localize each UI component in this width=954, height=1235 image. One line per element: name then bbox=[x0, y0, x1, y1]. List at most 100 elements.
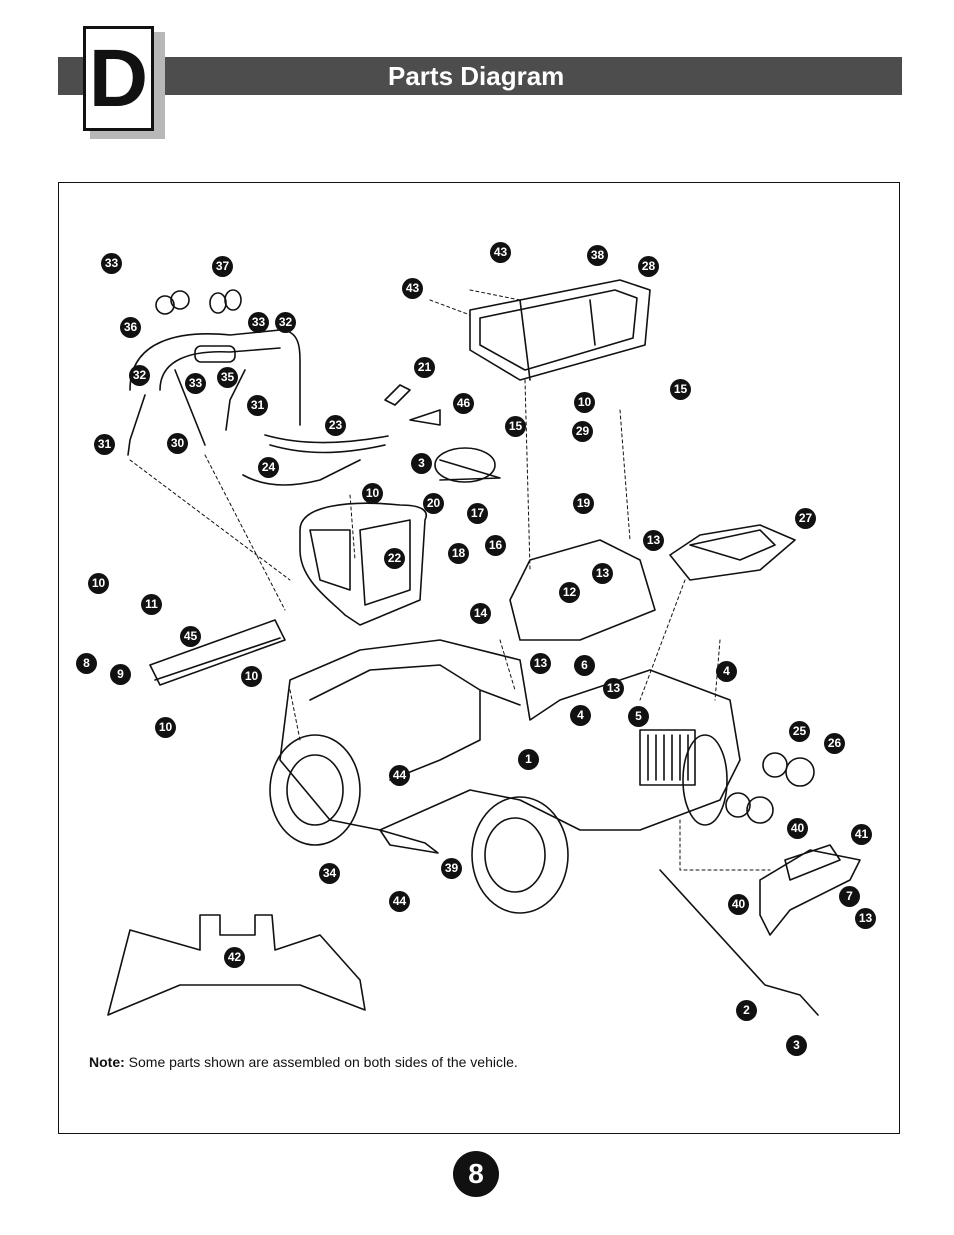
page-number-badge bbox=[453, 1151, 499, 1197]
callout-3-b: 3 bbox=[786, 1035, 807, 1056]
callout-13-e: 13 bbox=[855, 908, 876, 929]
callout-10-b: 10 bbox=[574, 392, 595, 413]
callout-27: 27 bbox=[795, 508, 816, 529]
callout-17: 17 bbox=[467, 503, 488, 524]
callout-42: 42 bbox=[224, 947, 245, 968]
assembly-note: Note: Some parts shown are assembled on … bbox=[89, 1054, 518, 1070]
callout-28: 28 bbox=[638, 256, 659, 277]
dashboard bbox=[509, 539, 656, 641]
callout-15-b: 15 bbox=[505, 416, 526, 437]
rear-wheel bbox=[269, 734, 361, 846]
footrest bbox=[379, 829, 439, 854]
callout-10-e: 10 bbox=[155, 717, 176, 738]
callout-30: 30 bbox=[167, 433, 188, 454]
shift-knob bbox=[384, 384, 411, 406]
callout-11: 11 bbox=[141, 594, 162, 615]
callout-38: 38 bbox=[587, 245, 608, 266]
roll-bar-brace-right bbox=[225, 369, 246, 431]
callout-33-a: 33 bbox=[101, 253, 122, 274]
tie-rod bbox=[659, 869, 819, 1016]
callout-14: 14 bbox=[470, 603, 491, 624]
callout-22: 22 bbox=[384, 548, 405, 569]
grille bbox=[639, 729, 696, 786]
callout-33-c: 33 bbox=[185, 373, 206, 394]
note-label: Note: bbox=[89, 1054, 125, 1070]
strap-24 bbox=[242, 459, 361, 486]
callout-32-a: 32 bbox=[275, 312, 296, 333]
callout-24: 24 bbox=[258, 457, 279, 478]
callout-4: 4 bbox=[716, 661, 737, 682]
header-bar bbox=[58, 57, 902, 95]
callout-13-c: 13 bbox=[530, 653, 551, 674]
roof-light bbox=[155, 295, 175, 315]
note-text: Some parts shown are assembled on both s… bbox=[128, 1054, 518, 1070]
vehicle-body bbox=[279, 639, 741, 831]
headlight bbox=[762, 752, 788, 778]
callout-46: 46 bbox=[453, 393, 474, 414]
callout-8: 8 bbox=[76, 653, 97, 674]
section-tab bbox=[83, 26, 154, 131]
callout-12: 12 bbox=[559, 582, 580, 603]
callout-45: 45 bbox=[180, 626, 201, 647]
hood bbox=[669, 524, 796, 581]
callout-2: 2 bbox=[736, 1000, 757, 1021]
callout-34: 34 bbox=[319, 863, 340, 884]
callout-13-b: 13 bbox=[592, 563, 613, 584]
battery-cover bbox=[107, 914, 366, 1016]
callout-26: 26 bbox=[824, 733, 845, 754]
windshield-frame bbox=[469, 279, 651, 381]
front-wheel bbox=[471, 796, 569, 914]
callout-21: 21 bbox=[414, 357, 435, 378]
callout-40-b: 40 bbox=[728, 894, 749, 915]
seat bbox=[299, 502, 427, 626]
callout-1: 1 bbox=[518, 749, 539, 770]
callout-44-b: 44 bbox=[389, 891, 410, 912]
page-title: Parts Diagram bbox=[388, 61, 565, 91]
callout-10-d: 10 bbox=[241, 666, 262, 687]
callout-43-a: 43 bbox=[490, 242, 511, 263]
callout-23: 23 bbox=[325, 415, 346, 436]
page-number: 8 bbox=[468, 1158, 484, 1189]
callout-20: 20 bbox=[423, 493, 444, 514]
callout-41: 41 bbox=[851, 824, 872, 845]
grip-pad bbox=[194, 345, 236, 363]
callout-15-a: 15 bbox=[670, 379, 691, 400]
callout-10-c: 10 bbox=[88, 573, 109, 594]
callout-31-a: 31 bbox=[247, 395, 268, 416]
callout-31-b: 31 bbox=[94, 434, 115, 455]
callout-19: 19 bbox=[573, 493, 594, 514]
callout-18: 18 bbox=[448, 543, 469, 564]
front-bumper bbox=[759, 844, 861, 936]
diagram-frame bbox=[58, 182, 900, 1134]
callout-29: 29 bbox=[572, 421, 593, 442]
callout-32-b: 32 bbox=[129, 365, 150, 386]
callout-9: 9 bbox=[110, 664, 131, 685]
roll-bar-brace-left bbox=[127, 394, 146, 456]
callout-33-b: 33 bbox=[248, 312, 269, 333]
callout-3: 3 bbox=[411, 453, 432, 474]
parts-diagram-drawing bbox=[107, 279, 861, 1016]
callout-40-a: 40 bbox=[787, 818, 808, 839]
front-wheel-right bbox=[682, 734, 728, 826]
callout-4-b: 4 bbox=[570, 705, 591, 726]
strap-23 bbox=[264, 434, 389, 454]
callout-37: 37 bbox=[212, 256, 233, 277]
callout-6: 6 bbox=[574, 655, 595, 676]
callout-35: 35 bbox=[217, 367, 238, 388]
callout-5: 5 bbox=[628, 706, 649, 727]
steering-wheel bbox=[434, 447, 496, 483]
callout-10-a: 10 bbox=[362, 483, 383, 504]
side-rail bbox=[149, 619, 286, 686]
light-lens bbox=[209, 292, 227, 314]
section-letter: D bbox=[88, 33, 149, 124]
callout-13-a: 13 bbox=[643, 530, 664, 551]
gear-shifter bbox=[409, 409, 441, 426]
callout-13-d: 13 bbox=[603, 678, 624, 699]
callout-39: 39 bbox=[441, 858, 462, 879]
callout-43-b: 43 bbox=[402, 278, 423, 299]
callout-36: 36 bbox=[120, 317, 141, 338]
callout-25: 25 bbox=[789, 721, 810, 742]
callout-16: 16 bbox=[485, 535, 506, 556]
roll-bar bbox=[129, 329, 301, 446]
callout-7: 7 bbox=[839, 886, 860, 907]
